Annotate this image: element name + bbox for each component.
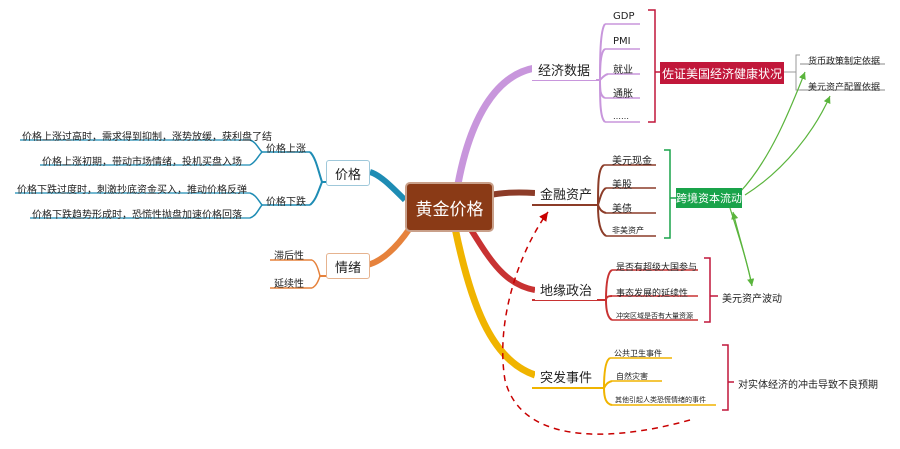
geo-item-resources: 冲突区域是否有大量资源 <box>616 312 693 320</box>
emergency-item-public-health: 公共卫生事件 <box>614 349 662 358</box>
emotion-node: 情绪 <box>326 253 370 279</box>
root-node: 黄金价格 <box>405 182 494 232</box>
economic-item-gdp: GDP <box>613 11 635 22</box>
price-up-item-high: 价格上涨过高时，需求得到抑制，涨势放缓，获利盘了结 <box>22 132 272 143</box>
emergencies-node: 突发事件 <box>535 365 597 387</box>
economic-data-node: 经济数据 <box>532 58 596 80</box>
emotion-item-persistence: 延续性 <box>274 279 304 290</box>
economic-item-inflation: 通胀 <box>613 89 633 100</box>
monetary-policy-basis: 货币政策制定依据 <box>808 57 881 67</box>
geopolitics-node: 地缘政治 <box>535 278 597 300</box>
finance-item-usd-cash: 美元现金 <box>612 156 652 167</box>
price-up-item-early: 价格上涨初期，带动市场情绪，投机买盘入场 <box>42 157 242 168</box>
us-economy-health-box: 佐证美国经济健康状况 <box>660 62 784 84</box>
emergency-item-natural-disaster: 自然灾害 <box>616 372 648 381</box>
price-up-label: 价格上涨 <box>266 144 306 155</box>
finance-item-us-stocks: 美股 <box>612 180 632 191</box>
economic-item-ellipsis: …… <box>613 112 629 121</box>
emotion-item-lag: 滞后性 <box>274 251 304 262</box>
usd-asset-allocation-basis: 美元资产配置依据 <box>808 83 881 93</box>
real-economy-impact-label: 对实体经济的冲击导致不良预期 <box>738 380 878 391</box>
price-down-label: 价格下跌 <box>266 197 306 208</box>
geo-item-continuity: 事态发展的延续性 <box>616 289 689 299</box>
geo-item-superpower: 是否有超级大国参与 <box>616 263 698 273</box>
economic-item-pmi: PMI <box>613 36 631 47</box>
emergency-item-panic-events: 其他引起人类恐慌情绪的事件 <box>615 396 706 404</box>
cross-border-capital-flow-box: 跨境资本流动 <box>676 188 742 208</box>
price-down-item-oversold: 价格下跌过度时，刺激抄底资金买入，推动价格反弹 <box>17 185 247 196</box>
price-node: 价格 <box>326 160 370 186</box>
finance-item-us-bonds: 美债 <box>612 204 632 215</box>
economic-item-employment: 就业 <box>613 65 633 76</box>
financial-assets-node: 金融资产 <box>535 182 597 204</box>
usd-asset-volatility-label: 美元资产波动 <box>722 294 782 305</box>
finance-item-non-usd-assets: 非美资产 <box>612 226 644 235</box>
price-down-item-trend: 价格下跌趋势形成时，恐慌性抛盘加速价格回落 <box>32 210 242 221</box>
